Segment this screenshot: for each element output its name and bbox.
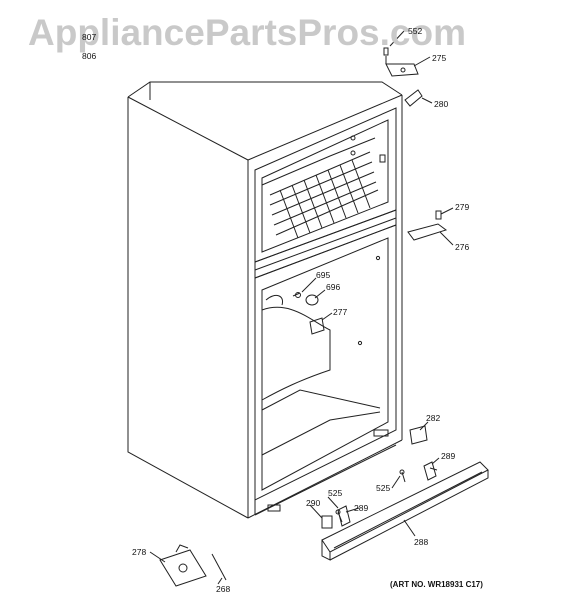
callout-552: 552 (408, 26, 423, 36)
callout-807: 807 (82, 32, 97, 42)
callout-280: 280 (434, 99, 449, 109)
callout-275: 275 (432, 53, 447, 63)
callout-806: 806 (82, 51, 97, 61)
divider-mullion (255, 210, 396, 278)
bracket-282 (410, 426, 427, 444)
leader-lines (150, 31, 453, 584)
callout-525-left: 525 (328, 488, 343, 498)
callout-282: 282 (426, 413, 441, 423)
callout-696: 696 (326, 282, 341, 292)
leveling-leg-278 (160, 545, 206, 586)
toe-grille-288 (322, 462, 488, 560)
screws-525 (336, 470, 405, 522)
fresh-food-compartment (255, 225, 396, 515)
hinge-cover (405, 90, 422, 106)
freezer-compartment (255, 108, 396, 262)
hinge-center (408, 211, 446, 240)
callout-277: 277 (333, 307, 348, 317)
callout-278: 278 (132, 547, 147, 557)
callout-288: 288 (414, 537, 429, 547)
callout-279: 279 (455, 202, 470, 212)
callout-276: 276 (455, 242, 470, 252)
callout-290: 290 (306, 498, 321, 508)
cabinet-shell (128, 82, 402, 518)
shelf-support-695 (293, 293, 301, 298)
callout-525-right: 525 (376, 483, 391, 493)
callout-268: 268 (216, 584, 231, 594)
bracket-290 (322, 516, 332, 528)
callout-289-right: 289 (441, 451, 456, 461)
callout-289-left: 289 (354, 503, 369, 513)
hinge-top (384, 48, 418, 76)
bracket-277 (310, 318, 324, 334)
callout-695: 695 (316, 270, 331, 280)
site-watermark: AppliancePartsPros.com (28, 12, 466, 53)
plug-button-696 (306, 295, 318, 305)
clips-289 (338, 462, 436, 526)
leveling-screw-268 (212, 554, 226, 580)
art-number-label: (ART NO. WR18931 C17) (390, 580, 483, 589)
